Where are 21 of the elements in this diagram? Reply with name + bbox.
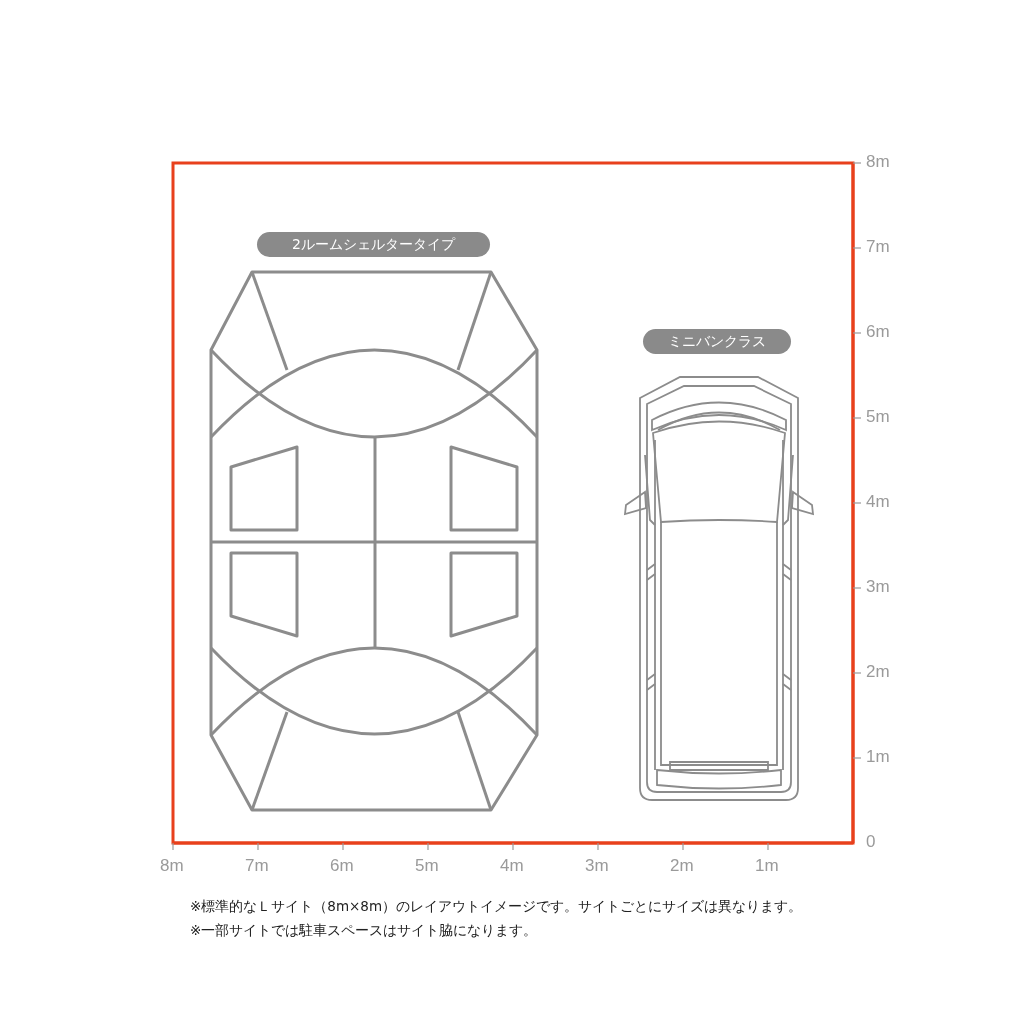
axis-label: 4m bbox=[866, 492, 890, 512]
axis-label: 3m bbox=[866, 577, 890, 597]
axis-label: 2m bbox=[866, 662, 890, 682]
axis-label: 1m bbox=[755, 856, 779, 876]
axis-label: 0 bbox=[866, 832, 876, 852]
category-label: ミニバンクラス bbox=[643, 329, 791, 354]
axis-label: 8m bbox=[160, 856, 184, 876]
axis-label: 6m bbox=[866, 322, 890, 342]
note-text: ※一部サイトでは駐車スペースはサイト脇になります。 bbox=[190, 922, 538, 940]
axis-label: 7m bbox=[866, 237, 890, 257]
axis-label: 6m bbox=[330, 856, 354, 876]
axis-label: 5m bbox=[415, 856, 439, 876]
axis-label: 5m bbox=[866, 407, 890, 427]
axis-label: 2m bbox=[670, 856, 694, 876]
category-label: 2ルームシェルタータイプ bbox=[257, 232, 490, 257]
axis-label: 1m bbox=[866, 747, 890, 767]
axis-label: 4m bbox=[500, 856, 524, 876]
note-text: ※標準的なＬサイト（8m×8m）のレイアウトイメージです。サイトごとにサイズは異なります。 bbox=[190, 898, 803, 916]
axis-label: 7m bbox=[245, 856, 269, 876]
axis-label: 8m bbox=[866, 152, 890, 172]
axis-label: 3m bbox=[585, 856, 609, 876]
